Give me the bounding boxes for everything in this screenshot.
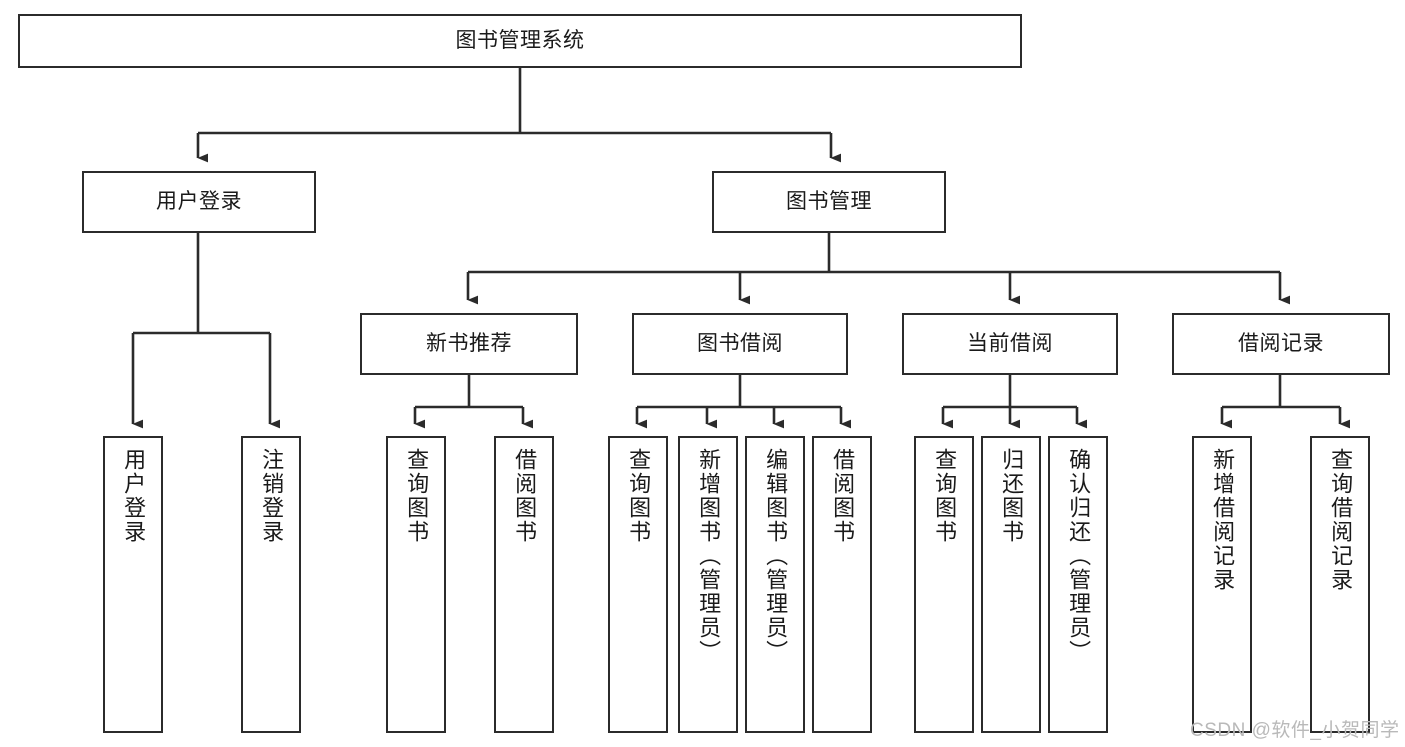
node-leaf-user-login[interactable]: 用户登录 xyxy=(103,436,163,733)
node-user-login[interactable]: 用户登录 xyxy=(82,171,316,233)
node-label: 借阅图书 xyxy=(830,448,856,544)
csdn-watermark: CSDN @软件_小贺同学 xyxy=(1190,720,1400,741)
node-current-borrow[interactable]: 当前借阅 xyxy=(902,313,1118,375)
node-leaf-borrow-book-newbook[interactable]: 借阅图书 xyxy=(494,436,554,733)
node-label: 编辑图书（管理员） xyxy=(763,448,789,664)
node-leaf-query-book-borrow[interactable]: 查询图书 xyxy=(608,436,668,733)
node-leaf-query-book-newbook[interactable]: 查询图书 xyxy=(386,436,446,733)
node-leaf-add-book-admin[interactable]: 新增图书（管理员） xyxy=(678,436,738,733)
node-label: 查询图书 xyxy=(932,448,958,544)
node-book-management[interactable]: 图书管理 xyxy=(712,171,946,233)
node-leaf-logout[interactable]: 注销登录 xyxy=(241,436,301,733)
node-label: 查询图书 xyxy=(404,448,430,544)
node-label: 借阅图书 xyxy=(512,448,538,544)
node-leaf-borrow-book[interactable]: 借阅图书 xyxy=(812,436,872,733)
node-label: 用户登录 xyxy=(156,189,242,213)
node-leaf-confirm-return-admin[interactable]: 确认归还（管理员） xyxy=(1048,436,1108,733)
node-label: 借阅记录 xyxy=(1238,331,1324,355)
node-label: 图书管理系统 xyxy=(455,28,585,52)
node-label: 归还图书 xyxy=(999,448,1025,544)
node-label: 图书借阅 xyxy=(697,331,783,355)
node-label: 当前借阅 xyxy=(967,331,1053,355)
node-new-book-recommend[interactable]: 新书推荐 xyxy=(360,313,578,375)
node-leaf-edit-book-admin[interactable]: 编辑图书（管理员） xyxy=(745,436,805,733)
node-label: 新书推荐 xyxy=(426,331,512,355)
node-label: 查询图书 xyxy=(626,448,652,544)
node-label: 用户登录 xyxy=(121,448,147,544)
node-label: 确认归还（管理员） xyxy=(1066,448,1092,664)
node-label: 图书管理 xyxy=(786,189,872,213)
node-root-book-management-system[interactable]: 图书管理系统 xyxy=(18,14,1022,68)
node-leaf-return-book[interactable]: 归还图书 xyxy=(981,436,1041,733)
node-leaf-query-borrow-record[interactable]: 查询借阅记录 xyxy=(1310,436,1370,733)
node-leaf-add-borrow-record[interactable]: 新增借阅记录 xyxy=(1192,436,1252,733)
node-leaf-query-book-current[interactable]: 查询图书 xyxy=(914,436,974,733)
node-book-borrow[interactable]: 图书借阅 xyxy=(632,313,848,375)
node-label: 注销登录 xyxy=(259,448,285,544)
node-label: 新增图书（管理员） xyxy=(696,448,722,664)
node-label: 查询借阅记录 xyxy=(1328,448,1354,592)
node-label: 新增借阅记录 xyxy=(1210,448,1236,592)
node-borrow-record[interactable]: 借阅记录 xyxy=(1172,313,1390,375)
